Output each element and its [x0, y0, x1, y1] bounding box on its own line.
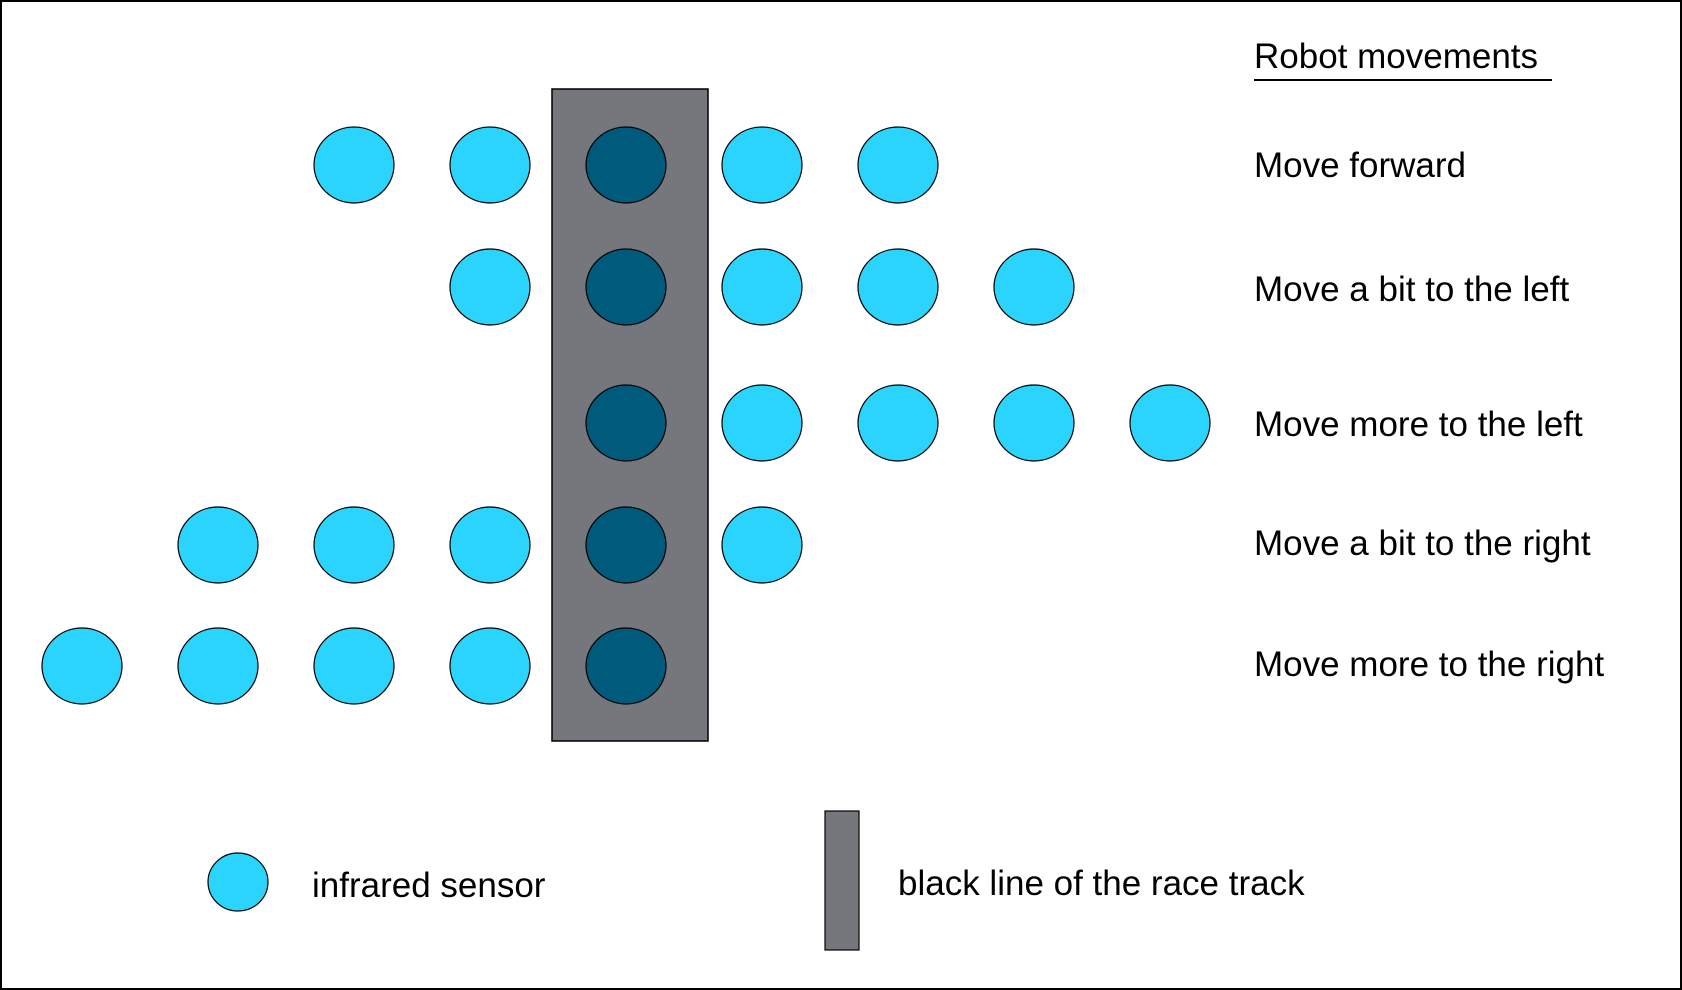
infrared-sensor [177, 627, 259, 705]
infrared-sensor [721, 384, 803, 462]
sensor-row [585, 384, 1211, 462]
infrared-sensor [313, 627, 395, 705]
sensor-row [313, 126, 939, 204]
legend-track-line-icon [824, 810, 860, 951]
infrared-sensor [449, 248, 531, 326]
infrared-sensor [857, 248, 939, 326]
infrared-sensor [177, 506, 259, 584]
infrared-sensor [721, 248, 803, 326]
infrared-sensor [313, 126, 395, 204]
infrared-sensor [993, 384, 1075, 462]
movement-label-more-left: Move more to the left [1254, 405, 1583, 444]
movement-label-bit-left: Move a bit to the left [1254, 270, 1569, 309]
legend-sensor-icon [207, 852, 269, 912]
movement-label-forward: Move forward [1254, 146, 1466, 185]
infrared-sensor [449, 506, 531, 584]
sensor-on-line [585, 248, 667, 326]
sensor-row [449, 248, 1075, 326]
sensor-on-line [585, 384, 667, 462]
sensor-on-line [585, 627, 667, 705]
sensor-on-line [585, 506, 667, 584]
infrared-sensor [857, 126, 939, 204]
infrared-sensor [41, 627, 123, 705]
infrared-sensor [313, 506, 395, 584]
sensor-rows [41, 126, 1211, 705]
infrared-sensor [993, 248, 1075, 326]
sensor-row [177, 506, 803, 584]
infrared-sensor [721, 126, 803, 204]
sensor-on-line [585, 126, 667, 204]
infrared-sensor [1129, 384, 1211, 462]
legend-line-label: black line of the race track [898, 864, 1305, 903]
movement-label-bit-right: Move a bit to the right [1254, 524, 1591, 563]
infrared-sensor [449, 627, 531, 705]
sensor-row [41, 627, 667, 705]
movements-heading: Robot movements [1254, 37, 1538, 76]
infrared-sensor [449, 126, 531, 204]
infrared-sensor [721, 506, 803, 584]
legend-sensor-label: infrared sensor [312, 866, 546, 905]
infrared-sensor [857, 384, 939, 462]
movement-label-more-right: Move more to the right [1254, 645, 1604, 684]
